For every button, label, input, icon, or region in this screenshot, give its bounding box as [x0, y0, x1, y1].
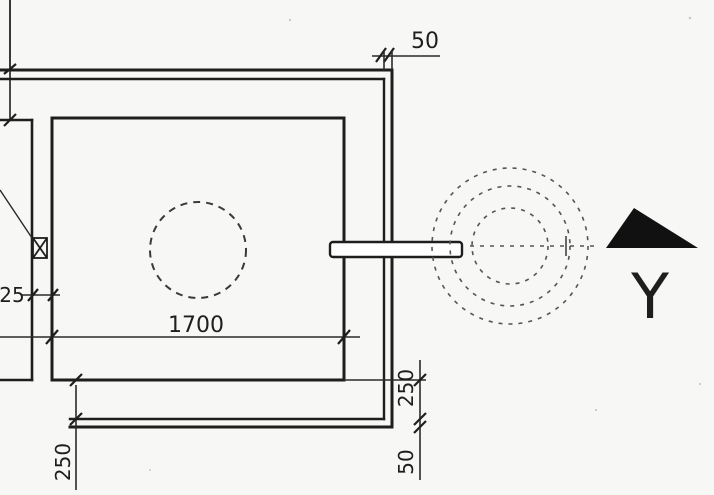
outer-wall	[0, 68, 394, 429]
dimension-left-small	[22, 288, 60, 302]
dimension-right-upper-label: 250	[394, 369, 418, 407]
outlet-pipe	[328, 240, 464, 259]
dimension-bottom-left-label: 250	[51, 443, 75, 481]
dimension-top-right-label: 50	[411, 29, 439, 54]
left-compartment	[0, 0, 34, 382]
section-triangle-icon	[606, 208, 698, 248]
dimension-right-lower-label: 50	[394, 449, 418, 474]
dashed-concentric-circles	[431, 167, 600, 325]
paper-noise	[149, 16, 702, 471]
dimension-left-small-label: 25	[0, 283, 25, 307]
dashed-opening-circle	[149, 201, 247, 299]
interior-chamber	[50, 116, 346, 382]
wall-cross-marker	[0, 189, 48, 259]
dimension-interior-width-label: 1700	[168, 313, 224, 338]
dimension-right-vertical	[344, 360, 427, 480]
dimension-left-top	[3, 0, 17, 127]
section-label: Y	[630, 260, 669, 333]
dimension-top-right	[372, 47, 440, 70]
dimension-interior-width	[0, 329, 360, 345]
dimension-bottom-left	[69, 373, 83, 490]
